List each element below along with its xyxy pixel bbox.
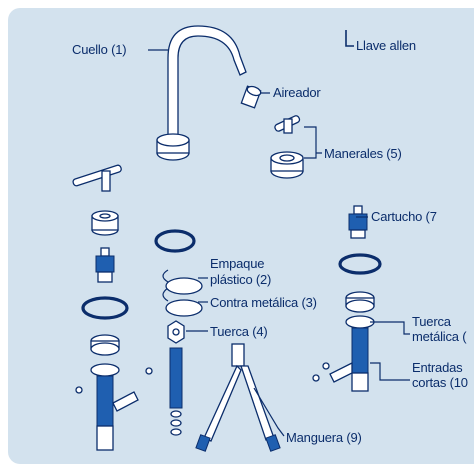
right-column-parts	[312, 205, 382, 392]
leader-lines	[148, 49, 410, 437]
label-tuerca-metalica-1: Tuerca	[412, 314, 451, 329]
middle-column-parts	[154, 229, 203, 436]
left-handle-part	[72, 164, 122, 192]
faucet-parts-diagram	[72, 25, 410, 452]
right-handle-part	[274, 115, 301, 134]
label-empaque-2: plástico (2)	[210, 272, 272, 287]
label-aireador: Aireador	[273, 85, 321, 100]
hose-parts	[195, 343, 281, 452]
left-column-parts	[75, 210, 153, 451]
label-empaque-1: Empaque	[210, 256, 265, 271]
right-base-part	[270, 151, 304, 179]
aerator-part	[240, 85, 262, 109]
label-manguera: Manguera (9)	[286, 430, 362, 445]
label-entradas-2: cortas (10	[412, 375, 468, 390]
label-contra-metalica: Contra metálica (3)	[210, 295, 317, 310]
diagram-panel: Cuello (1) Llave allen Aireador Manerale…	[8, 8, 474, 464]
label-tuerca-metalica-2: metálica (	[412, 329, 467, 344]
label-cartucho: Cartucho (7	[371, 209, 437, 224]
label-manerales: Manerales (5)	[324, 146, 402, 161]
allen-key-part	[345, 30, 354, 47]
label-cuello: Cuello (1)	[72, 42, 127, 57]
spout-part	[156, 25, 247, 161]
label-tuerca: Tuerca (4)	[210, 324, 268, 339]
label-llave-allen: Llave allen	[356, 38, 416, 53]
label-entradas-1: Entradas	[412, 360, 463, 375]
